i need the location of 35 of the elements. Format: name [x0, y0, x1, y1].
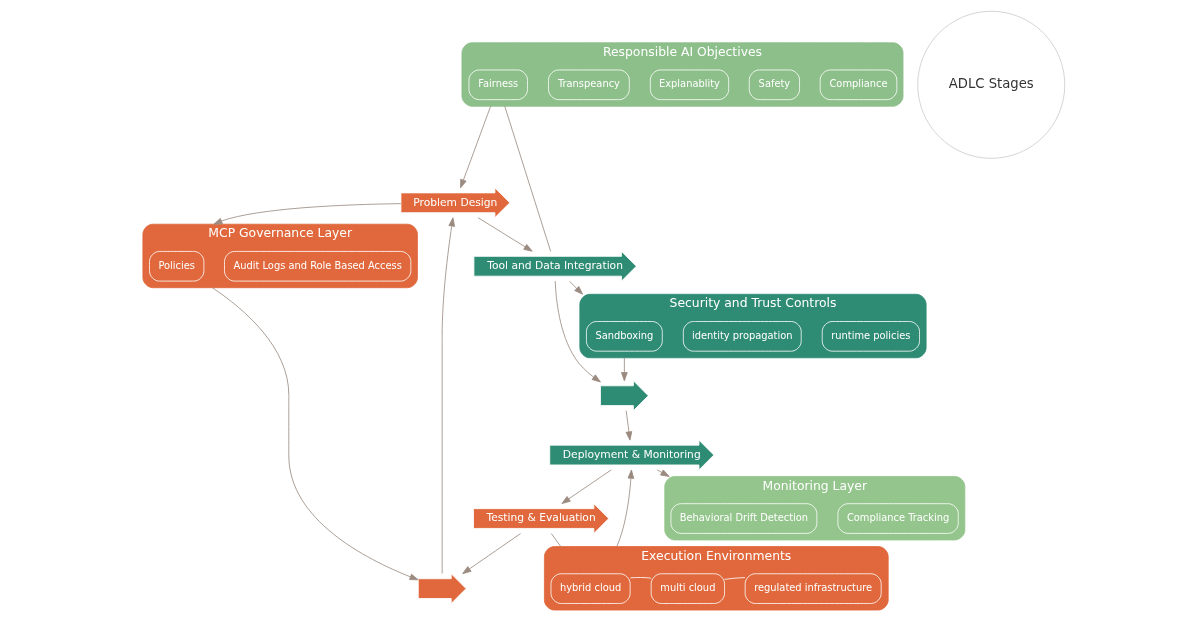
arrow — [477, 217, 533, 252]
arrow — [441, 217, 455, 574]
arrow — [461, 533, 521, 575]
arrow — [615, 469, 634, 547]
node-circle: ADLC Stages — [916, 10, 1065, 159]
arrow — [561, 469, 612, 504]
node-box: Audit Logs and Role Based Access — [223, 251, 411, 282]
arrow — [554, 280, 601, 383]
node-arrow — [417, 573, 466, 604]
connector — [550, 533, 561, 547]
arrow — [459, 105, 491, 189]
node-box: Safety — [748, 69, 800, 101]
node-box: Fairness — [468, 69, 528, 101]
arrow — [625, 410, 632, 441]
connector — [629, 577, 651, 579]
node-box: Compliance — [819, 69, 897, 101]
arrow — [211, 287, 419, 581]
arrow — [620, 357, 628, 382]
connector — [723, 577, 745, 580]
node-box: runtime policies — [821, 321, 920, 352]
node-box: Behavioral Drift Detection — [670, 503, 817, 534]
connector — [503, 105, 551, 252]
node-box: regulated infrastructure — [744, 573, 882, 604]
node-box: Policies — [148, 251, 204, 282]
node-box: hybrid cloud — [550, 573, 631, 604]
node-box: Sandboxing — [585, 321, 663, 352]
arrow — [656, 469, 670, 477]
node-box: multi cloud — [650, 573, 725, 604]
node-box: Explanablity — [649, 69, 729, 101]
node-box: Compliance Tracking — [837, 503, 959, 534]
node-arrow — [599, 380, 649, 411]
arrow — [568, 280, 583, 295]
node-box: identity propagation — [682, 321, 802, 352]
arrow — [212, 203, 401, 225]
node-box: Transpeancy — [547, 69, 630, 101]
